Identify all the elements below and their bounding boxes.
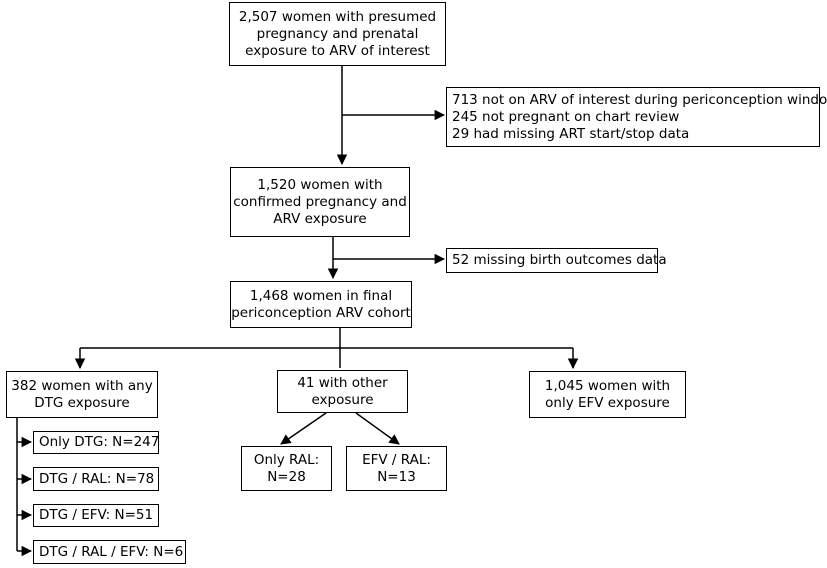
node-dtg-efv: DTG / EFV: N=51	[33, 504, 159, 527]
node-exclusion-1: 713 not on ARV of interest during perico…	[446, 87, 827, 147]
node-start: 2,507 women with presumed pregnancy and …	[229, 2, 446, 66]
node-confirmed: 1,520 women with confirmed pregnancy and…	[230, 167, 410, 237]
node-dtg-ral: DTG / RAL: N=78	[33, 467, 159, 491]
node-efv: 1,045 women with only EFV exposure	[529, 371, 686, 418]
node-other: 41 with other exposure	[277, 370, 408, 413]
arrow-to-only-ral	[280, 412, 327, 445]
node-final: 1,468 women in final periconception ARV …	[230, 281, 412, 328]
node-dtg-ral-efv: DTG / RAL / EFV: N=6	[33, 540, 186, 564]
node-exclusion-2: 52 missing birth outcomes data	[446, 248, 667, 273]
node-only-dtg: Only DTG: N=247	[33, 431, 159, 454]
node-only-ral: Only RAL: N=28	[241, 446, 332, 491]
node-dtg: 382 women with any DTG exposure	[6, 371, 158, 418]
arrow-to-efv-ral	[355, 412, 400, 445]
node-efv-ral: EFV / RAL: N=13	[346, 446, 447, 491]
